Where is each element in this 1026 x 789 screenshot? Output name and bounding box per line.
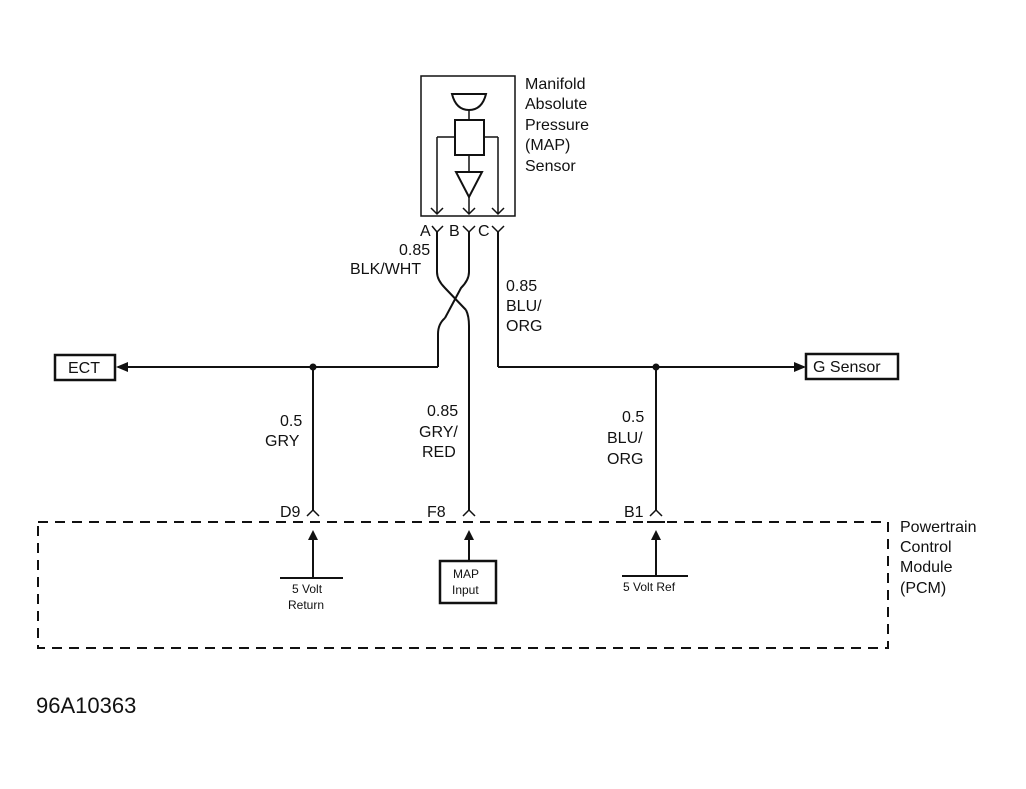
wire-pin-b-lower [465,309,470,510]
g-sensor-arrow-icon [794,362,806,372]
pin-c-label: C [478,223,490,240]
terminal-b1-label: B1 [624,504,644,521]
pin-c-gauge: 0.85 [506,278,537,295]
amplifier-icon [454,171,484,200]
wiring: 0.85 BLK/WHT 0.85 BLU/ ORG 0.5 GRY 0.85 … [116,232,806,510]
map-input-box [438,559,498,605]
ect-arrow-icon [116,362,128,372]
pin-a-label: A [420,223,431,240]
b1-arrow-icon [651,530,661,540]
wire-pin-a [436,232,467,311]
b1-color-1: BLU/ [607,430,643,447]
map-input-label-1: MAP [453,567,479,581]
pcm-label-3: Module [900,559,953,576]
g-sensor-label: G Sensor [813,359,881,376]
sensing-element [454,119,485,156]
ground-label-2: Return [288,598,324,612]
pin-b-label: B [449,223,460,240]
ect-connector: ECT [53,353,117,382]
wire-pin-a-lower [437,317,446,367]
pin-b-connector-icon [462,225,476,234]
sensor-label-5: Sensor [525,158,576,175]
pcm: Powertrain Control Module (PCM) D9 5 Vol… [37,504,976,649]
pcm-boundary [37,521,889,649]
pin-c-connector-icon [491,225,505,234]
pin-c-color-1: BLU/ [506,298,542,315]
g-sensor-connector: G Sensor [804,352,900,381]
f8-gauge: 0.85 [427,403,458,420]
f8-arrow-icon [464,530,474,540]
map-sensor: Manifold Absolute Pressure (MAP) Sensor … [420,75,589,240]
terminal-d9-label: D9 [280,504,301,521]
pcm-label-1: Powertrain [900,519,976,536]
figure-id: 96A10363 [36,693,136,718]
wire-pin-b [444,232,470,319]
map-input-label-2: Input [452,583,479,597]
f8-color-1: GRY/ [419,424,458,441]
d9-color: GRY [265,433,300,450]
pin-a-gauge: 0.85 [399,242,430,259]
sensor-label-4: (MAP) [525,137,570,154]
f8-color-2: RED [422,444,456,461]
ref-label: 5 Volt Ref [623,580,676,594]
ect-label: ECT [68,360,100,377]
pin-a-connector-icon [431,225,444,234]
b1-color-2: ORG [607,451,643,468]
pressure-port-icon [450,93,488,112]
pcm-label-4: (PCM) [900,580,946,597]
pin-c-color-2: ORG [506,318,542,335]
terminal-f8-label: F8 [427,504,446,521]
ground-label-1: 5 Volt [292,582,323,596]
terminal-b1-icon [649,508,663,517]
d9-arrow-icon [308,530,318,540]
ect-box [53,353,117,382]
terminal-f8-icon [462,508,476,517]
map-sensor-housing [420,75,516,217]
pin-a-arrow-icon [430,207,444,216]
sensor-label-1: Manifold [525,76,585,93]
sensor-label-3: Pressure [525,117,589,134]
pin-c-arrow-icon [491,207,505,216]
pcm-label-2: Control [900,539,952,556]
d9-gauge: 0.5 [280,413,302,430]
g-sensor-box [804,352,900,381]
terminal-d9-icon [306,508,320,517]
sensor-label-2: Absolute [525,96,587,113]
b1-gauge: 0.5 [622,409,644,426]
pin-b-arrow-icon [462,207,476,216]
pin-a-color: BLK/WHT [350,261,421,278]
